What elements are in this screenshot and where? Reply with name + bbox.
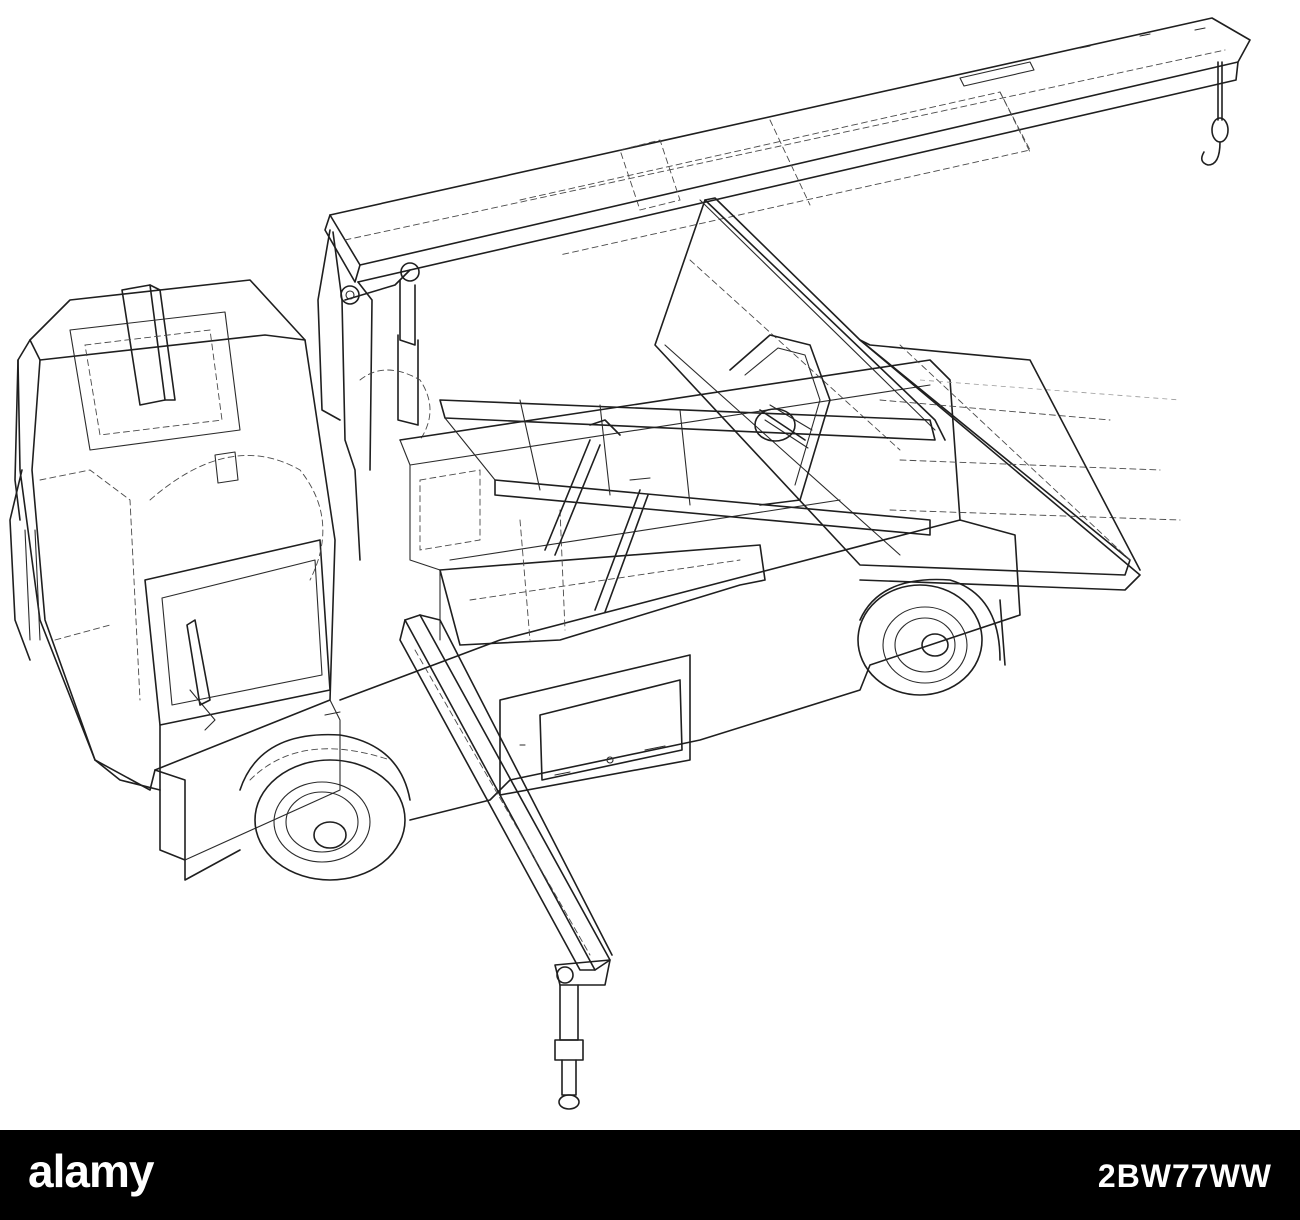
front-wheel [239, 733, 411, 881]
crane-boom [324, 17, 1251, 283]
tilting-deck [654, 197, 1181, 591]
truck-chassis [324, 359, 1021, 821]
underlift-arm [399, 614, 613, 1110]
tow-truck-wireframe-svg [9, 17, 1251, 1110]
image-code: 2BW77WW [1097, 1158, 1272, 1194]
tow-truck-wireframe-drawing [9, 17, 1251, 1110]
crane-column [317, 229, 431, 561]
tilt-frame [439, 399, 936, 613]
brand-logo: alamy [28, 1145, 154, 1197]
footer-bar: alamy 2BW77WW [0, 1130, 1300, 1220]
truck-cab [9, 279, 341, 881]
rear-wheel [857, 578, 1006, 696]
crane-hook [1200, 61, 1229, 166]
